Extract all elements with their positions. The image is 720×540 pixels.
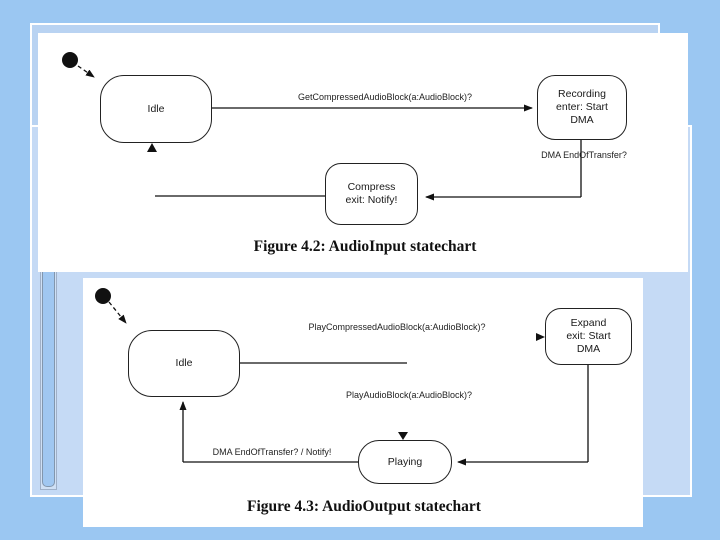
figure-audiooutput-panel: Idle Expand exit: Start DMA Playing Play… bbox=[83, 278, 643, 527]
state-idle: Idle bbox=[128, 330, 240, 397]
initial-transition-arrow bbox=[108, 301, 127, 324]
state-playing: Playing bbox=[358, 440, 452, 484]
state-compress: Compress exit: Notify! bbox=[325, 163, 418, 225]
figure-caption: Figure 4.3: AudioOutput statechart bbox=[247, 498, 481, 515]
state-recording: Recording enter: Start DMA bbox=[537, 75, 627, 140]
initial-state-dot bbox=[62, 52, 78, 68]
arrowhead-into-expand bbox=[536, 333, 545, 341]
state-idle: Idle bbox=[100, 75, 212, 143]
initial-transition-arrow bbox=[77, 65, 95, 78]
figure-audioinput-panel: Idle Recording enter: Start DMA Compress… bbox=[38, 33, 688, 272]
statechart-lines-layer bbox=[62, 52, 582, 201]
transition-label-play-compressed-audio-block: PlayCompressedAudioBlock(a:AudioBlock)? bbox=[308, 322, 486, 332]
arrowhead-into-playing-top bbox=[398, 432, 408, 440]
state-expand: Expand exit: Start DMA bbox=[545, 308, 632, 365]
transition-label-dma-end-of-transfer-notify: DMA EndOfTransfer? / Notify! bbox=[212, 447, 332, 457]
transition-label-dma-end-of-transfer: DMA EndOfTransfer? bbox=[541, 150, 627, 160]
initial-state-dot bbox=[95, 288, 111, 304]
figure-caption: Figure 4.2: AudioInput statechart bbox=[253, 238, 477, 255]
statechart-lines-layer bbox=[95, 288, 589, 466]
side-scrollbar-thumb[interactable] bbox=[42, 265, 55, 487]
transition-label-play-audio-block: PlayAudioBlock(a:AudioBlock)? bbox=[345, 390, 473, 400]
transition-label-get-compressed-audio-block: GetCompressedAudioBlock(a:AudioBlock)? bbox=[297, 92, 473, 102]
arrowhead-into-idle bbox=[147, 143, 157, 152]
